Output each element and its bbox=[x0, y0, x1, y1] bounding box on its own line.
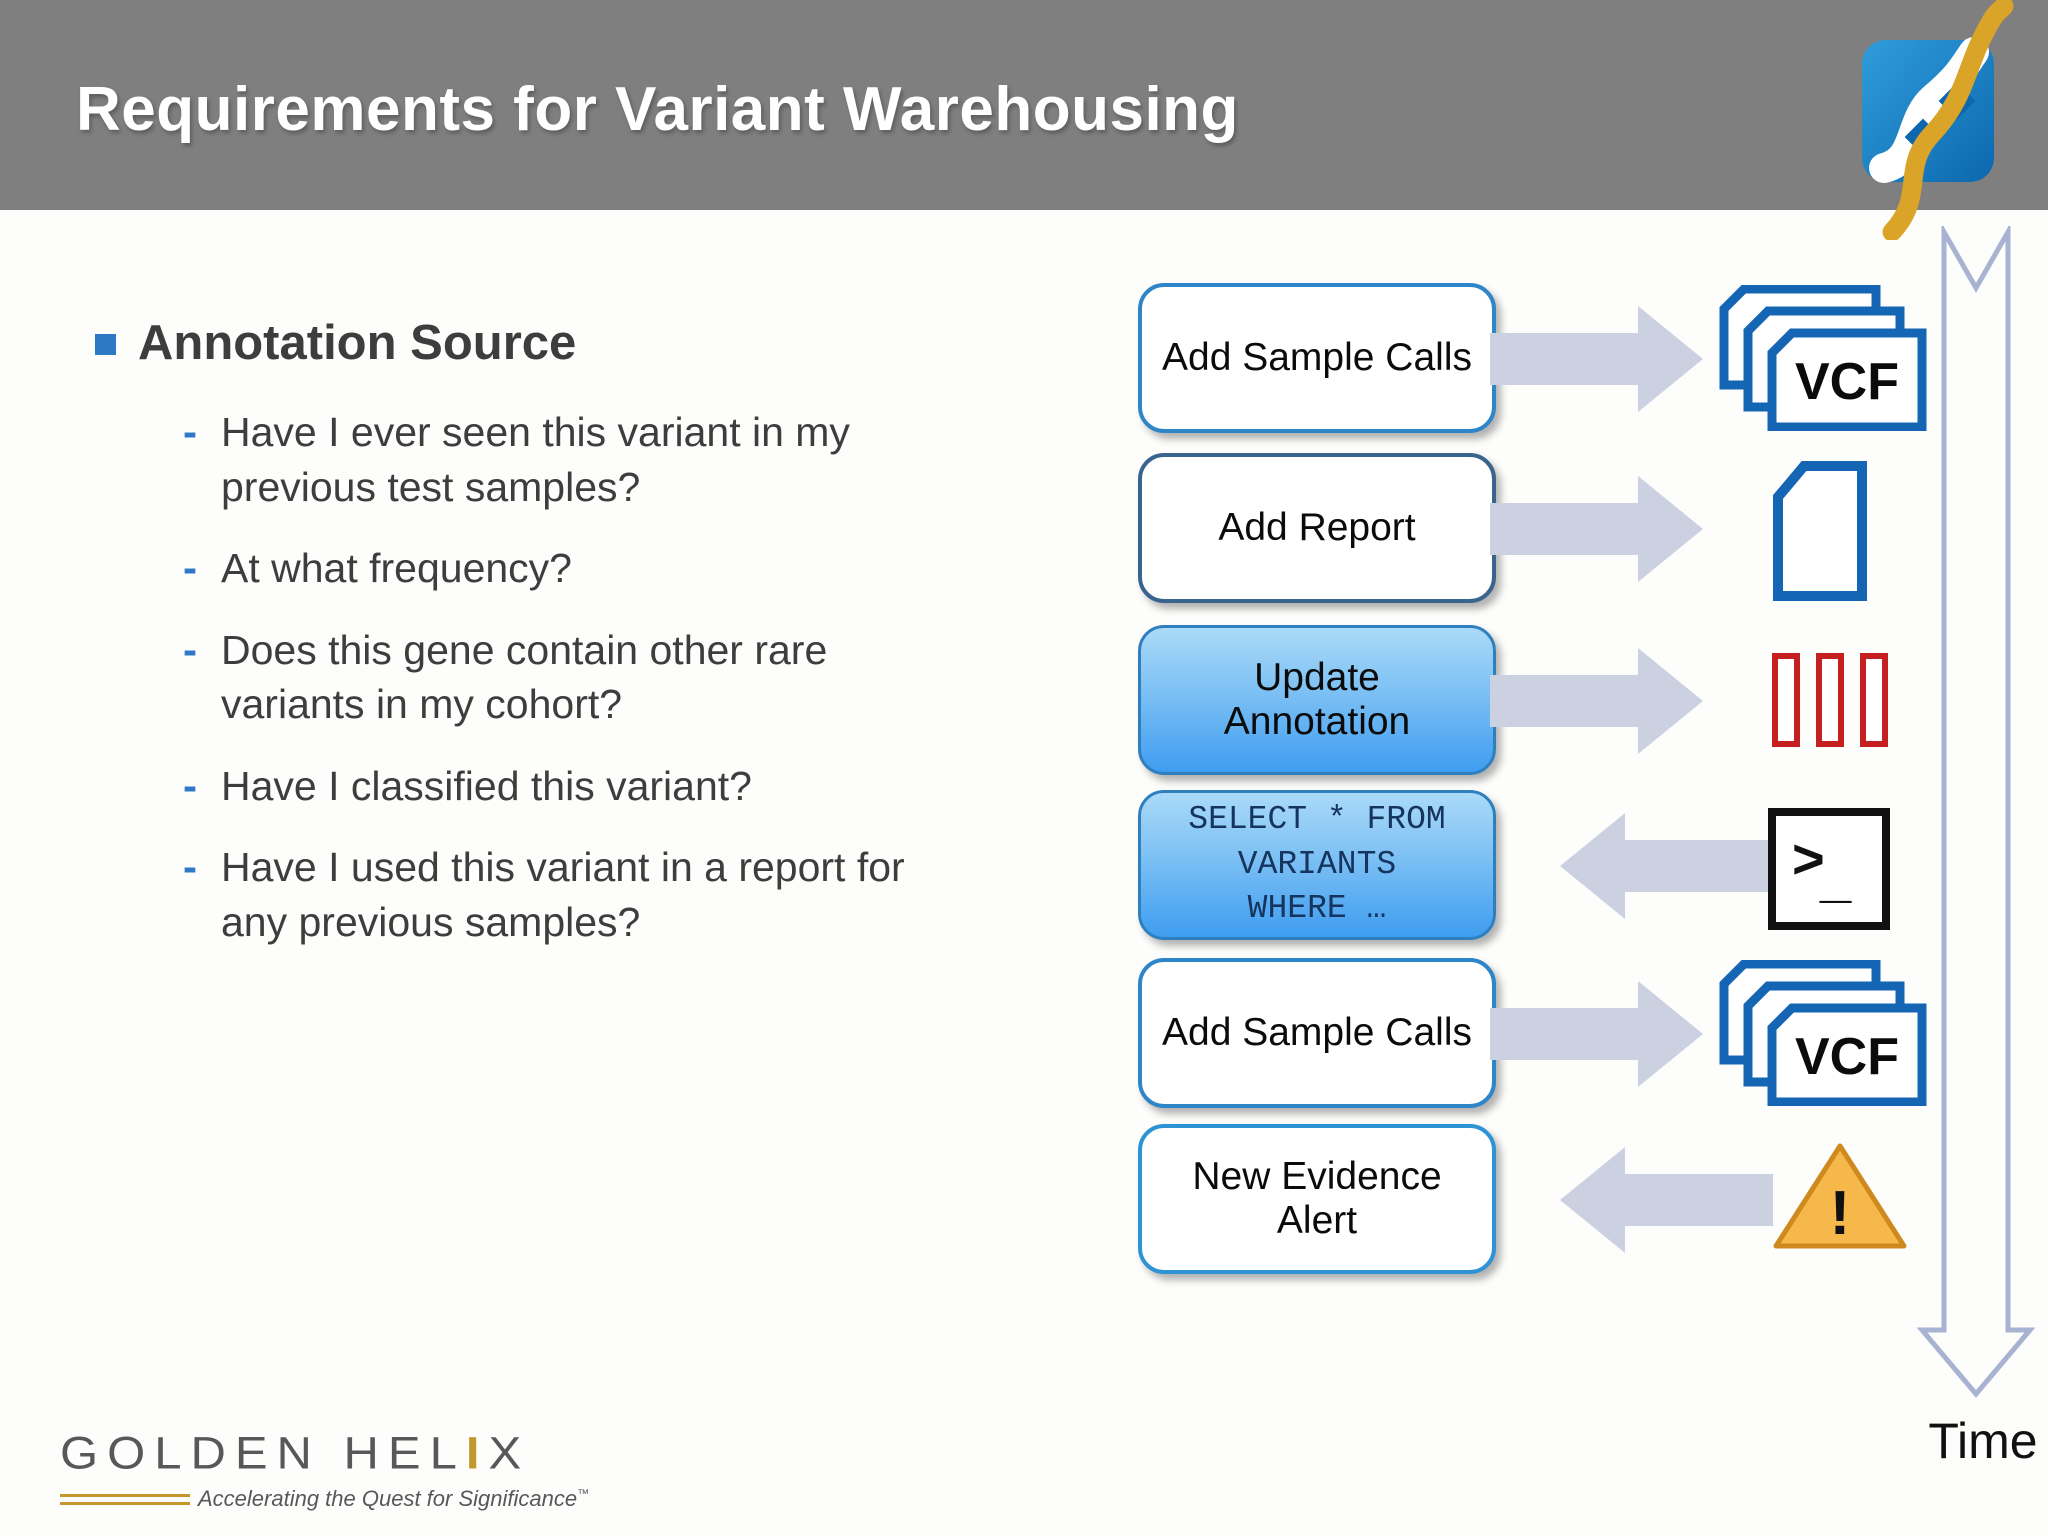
step-box-sql-query: SELECT * FROM VARIANTS WHERE … bbox=[1138, 790, 1496, 940]
time-label: Time bbox=[1928, 1413, 2038, 1469]
terminal-icon: > _ bbox=[1768, 808, 1890, 935]
dash-bullet-icon: - bbox=[183, 625, 197, 673]
flow-arrow-left-icon bbox=[1560, 813, 1773, 919]
square-bullet-icon bbox=[95, 334, 116, 355]
list-item: - At what frequency? bbox=[183, 541, 1035, 596]
list-item: - Does this gene contain other rare vari… bbox=[183, 623, 1035, 732]
flow-arrow-right-icon bbox=[1490, 476, 1703, 582]
step-box-add-report: Add Report bbox=[1138, 453, 1496, 603]
dash-bullet-icon: - bbox=[183, 408, 197, 456]
svg-text:VCF: VCF bbox=[1795, 1028, 1899, 1086]
step-box-add-sample-calls: Add Sample Calls bbox=[1138, 283, 1496, 433]
report-document-icon bbox=[1772, 461, 1868, 606]
sql-line: WHERE … bbox=[1247, 890, 1387, 928]
warning-icon: ! bbox=[1770, 1140, 1910, 1257]
sql-line: SELECT * FROM bbox=[1188, 801, 1446, 839]
vcf-documents-icon: VCF bbox=[1716, 284, 1928, 436]
annotation-tracks-icon bbox=[1772, 653, 1888, 752]
gold-lines-icon bbox=[60, 1493, 190, 1505]
svg-text:_: _ bbox=[1819, 845, 1852, 908]
dash-bullet-icon: - bbox=[183, 544, 197, 592]
vcf-documents-icon: VCF bbox=[1716, 959, 1928, 1111]
page-title: Requirements for Variant Warehousing bbox=[76, 75, 1239, 144]
flow-arrow-right-icon bbox=[1490, 306, 1703, 412]
dash-bullet-icon: - bbox=[183, 761, 197, 809]
step-box-update-annotation: Update Annotation bbox=[1138, 625, 1496, 775]
brand-tagline: Accelerating the Quest for Significance™ bbox=[198, 1486, 590, 1511]
svg-text:>: > bbox=[1792, 827, 1825, 890]
diagram-row: SELECT * FROM VARIANTS WHERE … > _ bbox=[1138, 790, 2048, 940]
step-box-add-sample-calls: Add Sample Calls bbox=[1138, 958, 1496, 1108]
bullet-list: Annotation Source - Have I ever seen thi… bbox=[95, 315, 1035, 976]
diagram-row: Update Annotation bbox=[1138, 625, 2048, 775]
step-box-new-evidence-alert: New Evidence Alert bbox=[1138, 1124, 1496, 1274]
diagram-row: Add Sample Calls VCF bbox=[1138, 958, 2048, 1108]
header-bar: Requirements for Variant Warehousing bbox=[0, 0, 2048, 210]
diagram-row: New Evidence Alert ! bbox=[1138, 1124, 2048, 1274]
diagram-row: Add Sample Calls VCF bbox=[1138, 283, 2048, 433]
footer-logo: GOLDEN HELIX Accelerating the Quest for … bbox=[60, 1428, 589, 1512]
list-item: - Have I classified this variant? bbox=[183, 759, 1035, 814]
flow-arrow-left-icon bbox=[1560, 1147, 1773, 1253]
flow-arrow-right-icon bbox=[1490, 981, 1703, 1087]
brand-name: GOLDEN HELIX bbox=[60, 1428, 531, 1479]
diagram-row: Add Report bbox=[1138, 453, 2048, 603]
sub-bullet-list: - Have I ever seen this variant in my pr… bbox=[183, 405, 1035, 949]
brand-tagline-row: Accelerating the Quest for Significance™ bbox=[60, 1486, 589, 1512]
time-axis-arrow-icon bbox=[1916, 226, 2036, 1398]
bullet-heading: Annotation Source bbox=[138, 316, 577, 370]
bullet-heading-row: Annotation Source bbox=[95, 315, 1035, 371]
svg-text:VCF: VCF bbox=[1795, 353, 1899, 411]
gold-helix-i-icon: I bbox=[465, 1428, 489, 1479]
flow-arrow-right-icon bbox=[1490, 648, 1703, 754]
list-item: - Have I ever seen this variant in my pr… bbox=[183, 405, 1035, 514]
sql-line: VARIANTS bbox=[1237, 845, 1397, 883]
golden-helix-logo-icon bbox=[1848, 0, 2048, 242]
svg-text:!: ! bbox=[1830, 1179, 1851, 1248]
dash-bullet-icon: - bbox=[183, 843, 197, 891]
list-item: - Have I used this variant in a report f… bbox=[183, 840, 1035, 949]
